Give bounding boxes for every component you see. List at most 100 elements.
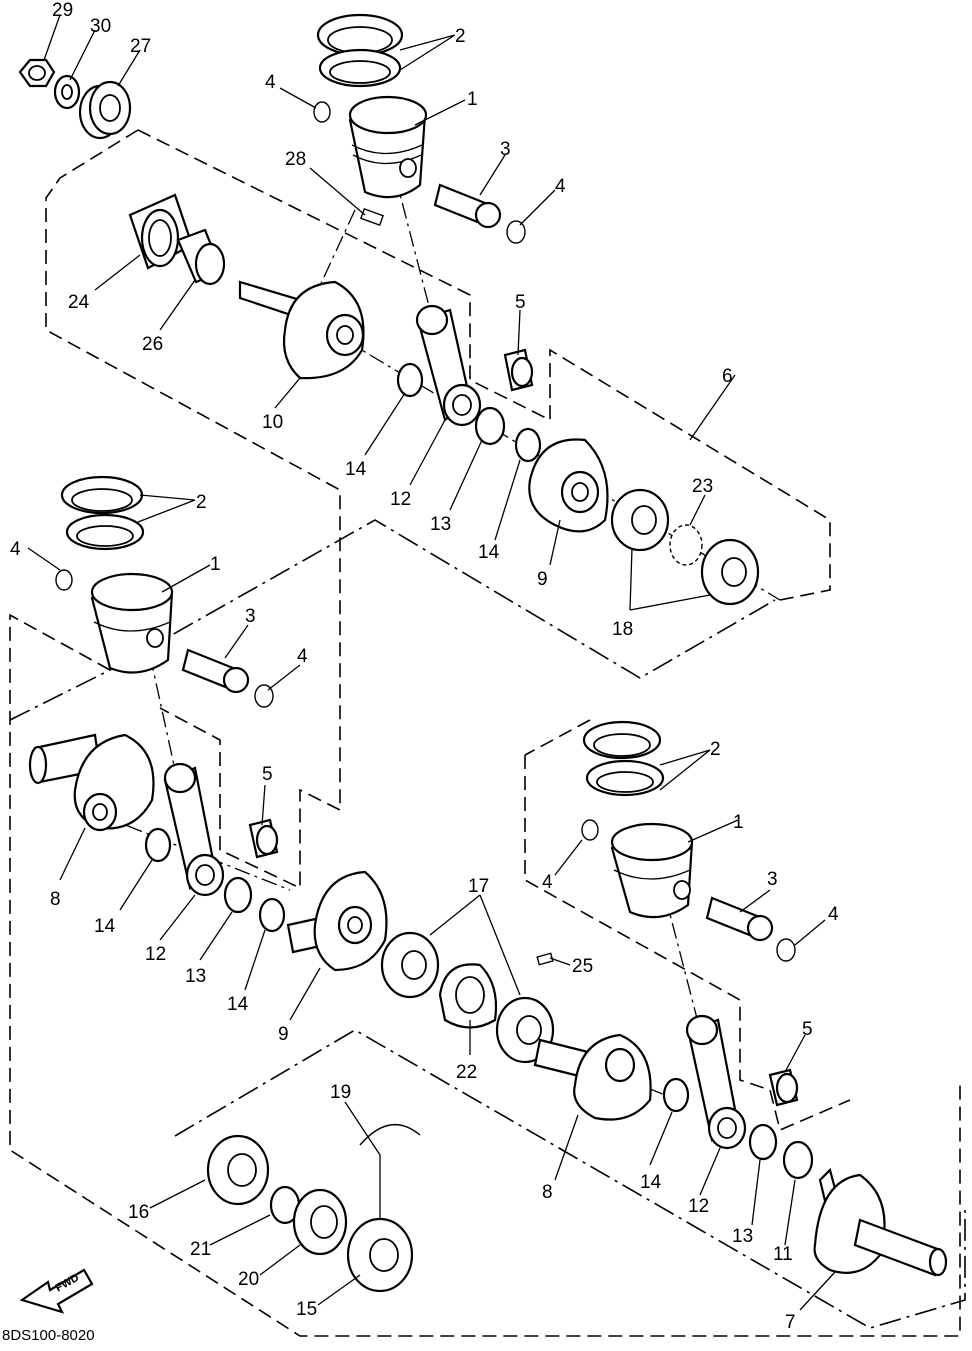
label-5-right: 5 (802, 1019, 813, 1040)
label-12-mid: 12 (145, 944, 166, 965)
label-10: 10 (262, 412, 283, 433)
part-bearing-5c (768, 1068, 799, 1107)
part-seal-20 (292, 1188, 348, 1256)
label-3-right: 3 (767, 869, 778, 890)
label-14-d: 14 (227, 994, 249, 1015)
label-14-c: 14 (94, 916, 116, 937)
label-14-a: 14 (345, 459, 367, 480)
label-14-b: 14 (478, 542, 500, 563)
part-pin-mid (181, 648, 250, 694)
label-1-top: 1 (467, 89, 478, 110)
label-4-top-left: 4 (265, 72, 276, 93)
part-ring-22 (438, 963, 498, 1029)
part-collar-26 (176, 228, 226, 286)
label-14-e: 14 (640, 1172, 662, 1193)
part-seal-11 (782, 1140, 814, 1180)
label-11: 11 (773, 1244, 793, 1265)
label-12-right: 12 (688, 1196, 709, 1217)
label-8-right: 8 (542, 1182, 553, 1203)
label-2-right: 2 (710, 739, 721, 760)
label-9-top: 9 (537, 569, 548, 590)
label-15: 15 (296, 1299, 317, 1320)
label-8-left: 8 (50, 889, 61, 910)
label-5-mid: 5 (262, 764, 273, 785)
label-23: 23 (692, 476, 713, 497)
part-bearing-15 (346, 1217, 414, 1293)
label-18: 18 (612, 619, 633, 640)
part-clip-right-left (581, 819, 599, 841)
label-4-mid-right: 4 (297, 646, 308, 667)
part-bearing-18b (700, 538, 760, 606)
label-19: 19 (330, 1082, 351, 1103)
part-pin-top (433, 183, 502, 229)
part-crank-7 (813, 1167, 948, 1277)
axis-right-rod (664, 894, 701, 1031)
part-bearing-13b (223, 876, 253, 914)
part-crank-9a (528, 438, 609, 533)
label-4-mid-left: 4 (10, 539, 21, 560)
part-piston-top (348, 95, 428, 199)
label-1-right: 1 (733, 812, 744, 833)
fwd-arrow-icon: FWD (19, 1268, 94, 1314)
label-4-top-right: 4 (555, 176, 566, 197)
part-washer-14c (144, 827, 172, 863)
label-17: 17 (468, 876, 489, 897)
label-22: 22 (456, 1062, 477, 1083)
part-bearing-24 (128, 193, 194, 270)
label-12-top: 12 (390, 489, 411, 510)
label-2-top: 2 (455, 26, 466, 47)
part-rings-right (582, 720, 665, 797)
label-27: 27 (130, 36, 151, 57)
label-3-top: 3 (500, 139, 511, 160)
part-washer-14a (396, 362, 424, 398)
label-26: 26 (142, 334, 163, 355)
label-5-top: 5 (515, 292, 526, 313)
part-crank-9b (286, 870, 388, 972)
part-rod-mid (163, 762, 225, 897)
label-6: 6 (722, 366, 733, 387)
part-dowel-25 (536, 952, 554, 966)
part-crank-10 (238, 280, 365, 380)
boundary-right-piston (524, 755, 851, 1132)
part-clip-mid-right (254, 684, 274, 708)
label-21: 21 (190, 1239, 211, 1260)
part-crank-8b (533, 1033, 652, 1121)
label-3-mid: 3 (245, 606, 256, 627)
label-9-lower: 9 (278, 1024, 289, 1045)
label-20: 20 (238, 1269, 259, 1290)
label-13-right: 13 (732, 1226, 753, 1247)
part-piston-right (610, 822, 694, 919)
part-nut-29 (18, 58, 56, 88)
part-crank-8a (28, 733, 155, 832)
part-clip-top-right (506, 220, 526, 244)
part-rod-top (415, 304, 482, 427)
label-7: 7 (785, 1312, 796, 1333)
part-clip-right-right (776, 938, 796, 962)
part-clip-top-left (313, 101, 331, 123)
label-30: 30 (90, 16, 111, 37)
part-bearing-17a (380, 931, 440, 999)
leader-lines (27, 14, 836, 1311)
part-bearing-16 (206, 1134, 270, 1206)
axis-upper-pin (317, 209, 356, 291)
part-washer-14e (662, 1077, 690, 1113)
boundary-lower-block (174, 1029, 966, 1329)
label-4-right-left: 4 (542, 872, 553, 893)
label-16: 16 (128, 1202, 149, 1223)
part-bearing-13c (748, 1123, 778, 1161)
part-rings-top (316, 13, 404, 88)
boundary-top-left (45, 129, 341, 890)
boundary-upper-right (524, 719, 591, 756)
label-13-top: 13 (430, 514, 451, 535)
part-seal-27 (78, 80, 132, 140)
part-bearing-5b (248, 818, 279, 859)
label-25: 25 (572, 956, 593, 977)
part-clip-mid-left (55, 569, 73, 591)
label-29: 29 (52, 0, 73, 21)
axis-upper-rod (394, 174, 431, 311)
diagram-code: 8DS100-8020 (2, 1327, 95, 1344)
label-28: 28 (285, 149, 306, 170)
part-ring-23 (669, 524, 703, 566)
